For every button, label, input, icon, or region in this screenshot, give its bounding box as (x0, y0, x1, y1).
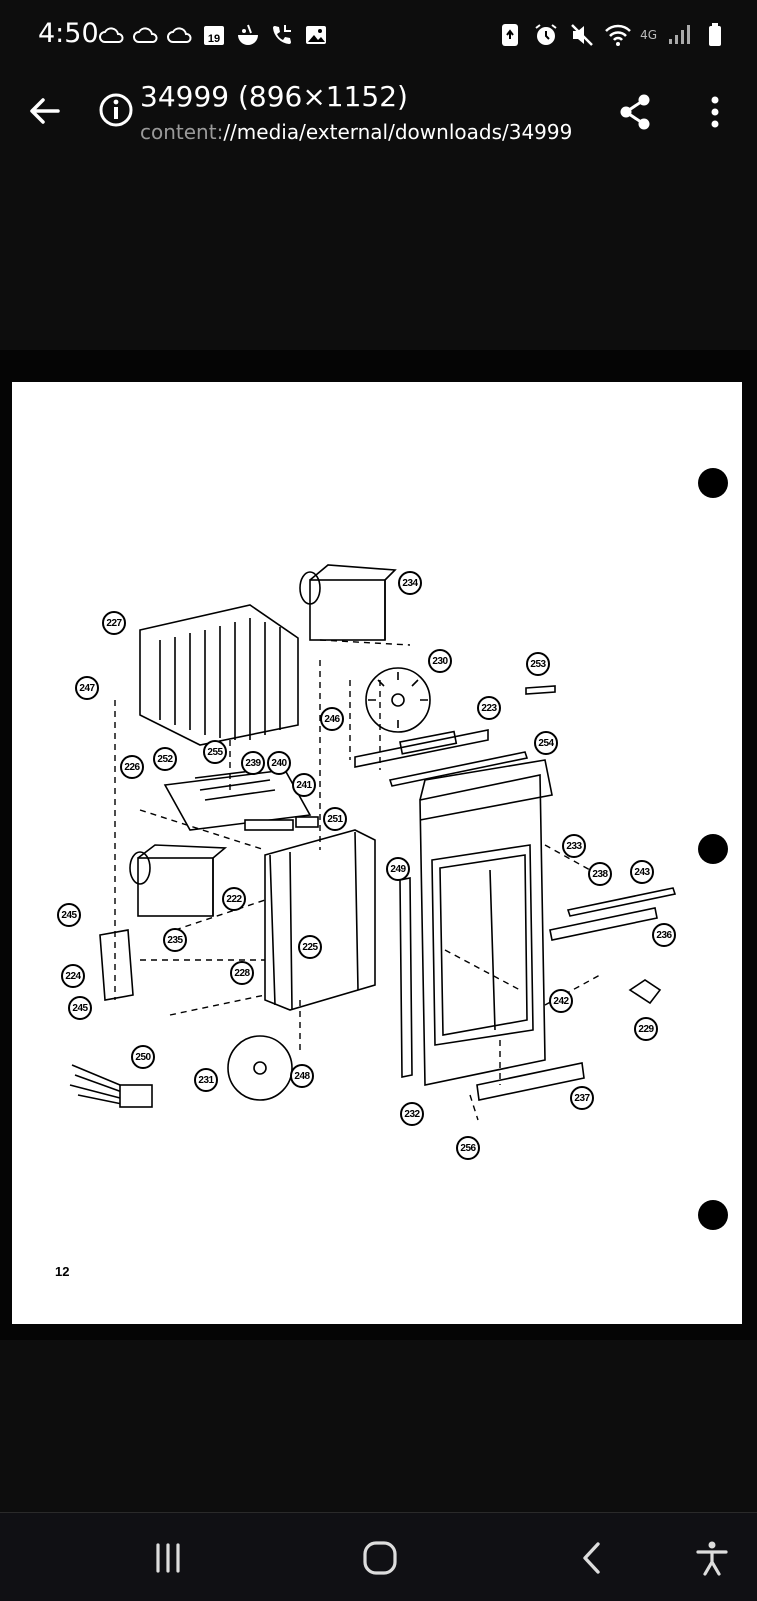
home-icon (363, 1541, 397, 1575)
part-callout: 233 (562, 834, 586, 858)
part-callout: 232 (400, 1102, 424, 1126)
part-callout: 242 (549, 989, 573, 1013)
part-callout: 234 (398, 571, 422, 595)
binder-hole (698, 468, 728, 498)
status-time: 4:50 (38, 18, 99, 49)
part-callout: 245 (57, 903, 81, 927)
part-callout: 225 (298, 935, 322, 959)
calendar-icon: 19 (200, 22, 228, 48)
image-path: content://media/external/downloads/34999 (140, 120, 572, 144)
part-callout: 228 (230, 961, 254, 985)
status-bar: 4:50 19 (0, 0, 757, 70)
home-button[interactable] (355, 1533, 405, 1583)
part-callout: 251 (323, 807, 347, 831)
part-callout: 240 (267, 751, 291, 775)
back-arrow-icon (30, 98, 60, 124)
calendar-day: 19 (208, 33, 220, 45)
part-callout: 254 (534, 731, 558, 755)
part-callout: 247 (75, 676, 99, 700)
scanned-page (12, 382, 742, 1324)
more-options-button[interactable] (700, 90, 730, 134)
info-icon (99, 93, 133, 127)
part-callout: 245 (68, 996, 92, 1020)
info-button[interactable] (96, 90, 136, 130)
part-callout: 249 (386, 857, 410, 881)
image-title: 34999 (896×1152) (140, 80, 408, 113)
part-callout: 236 (652, 923, 676, 947)
network-type: 4G (640, 28, 657, 42)
share-button[interactable] (614, 90, 658, 134)
part-callout: 241 (292, 773, 316, 797)
signal-icon (665, 22, 693, 48)
part-callout: 226 (120, 755, 144, 779)
part-callout: 227 (102, 611, 126, 635)
recents-button[interactable] (143, 1533, 193, 1583)
back-arrow-button[interactable] (24, 90, 66, 132)
part-callout: 229 (634, 1017, 658, 1041)
more-vert-icon (711, 96, 719, 128)
part-callout: 256 (456, 1136, 480, 1160)
path-scheme: content: (140, 120, 224, 144)
part-callout: 248 (290, 1064, 314, 1088)
part-callout: 231 (194, 1068, 218, 1092)
part-callout: 239 (241, 751, 265, 775)
part-callout: 252 (153, 747, 177, 771)
battery-icon (701, 22, 729, 48)
binder-hole (698, 834, 728, 864)
food-icon (234, 22, 262, 48)
part-callout: 235 (163, 928, 187, 952)
cloud-icon (132, 22, 160, 48)
part-callout: 253 (526, 652, 550, 676)
accessibility-icon (696, 1541, 728, 1576)
alarm-icon (532, 22, 560, 48)
nav-back-button[interactable] (567, 1533, 617, 1583)
recycle-icon (496, 22, 524, 48)
wifi-icon (604, 22, 632, 48)
binder-hole (698, 1200, 728, 1230)
cloud-icon (166, 22, 194, 48)
part-callout: 237 (570, 1086, 594, 1110)
system-nav-bar (0, 1512, 757, 1601)
part-callout: 250 (131, 1045, 155, 1069)
gallery-icon (302, 22, 330, 48)
share-icon (620, 94, 650, 130)
accessibility-button[interactable] (687, 1533, 737, 1583)
cloud-icon (98, 22, 126, 48)
part-callout: 224 (61, 964, 85, 988)
call-icon (268, 22, 296, 48)
system-icons: 4G (496, 22, 729, 48)
viewer-app-bar: 34999 (896×1152) content://media/externa… (0, 70, 757, 152)
part-callout: 243 (630, 860, 654, 884)
part-callout: 222 (222, 887, 246, 911)
part-callout: 223 (477, 696, 501, 720)
page-number: 12 (55, 1264, 70, 1279)
part-callout: 255 (203, 740, 227, 764)
nav-back-icon (583, 1542, 600, 1574)
path-rest: //media/external/downloads/34999 (223, 120, 573, 144)
mute-icon (568, 22, 596, 48)
part-callout: 230 (428, 649, 452, 673)
recents-icon (156, 1543, 180, 1573)
notification-icons: 19 (98, 22, 330, 48)
part-callout: 246 (320, 707, 344, 731)
part-callout: 238 (588, 862, 612, 886)
